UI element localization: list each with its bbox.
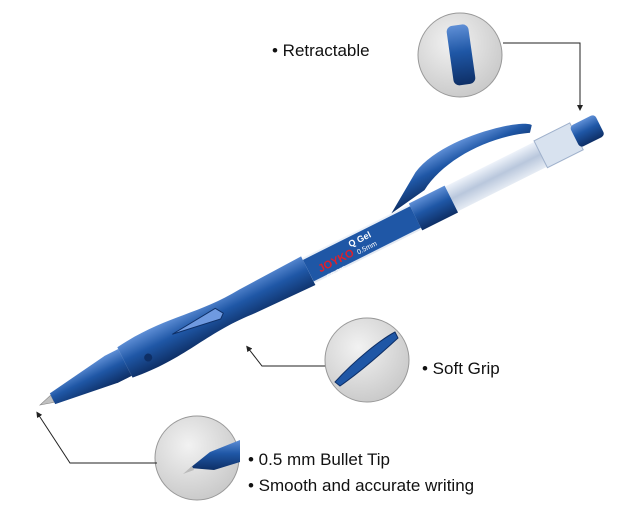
label-band — [302, 206, 421, 282]
callout-soft-grip: • Soft Grip — [422, 359, 500, 378]
soft-grip-leader-line — [246, 345, 325, 367]
tip-leader-line — [36, 411, 157, 464]
callout-retractable: • Retractable — [272, 41, 370, 60]
click-button — [570, 115, 604, 147]
pen — [39, 115, 604, 406]
tip-callout-circle — [154, 415, 240, 501]
callout-bullet-tip: • 0.5 mm Bullet Tip — [248, 450, 391, 469]
callout-smooth-writing: • Smooth and accurate writing — [248, 476, 475, 495]
soft-grip-callout-circle — [324, 317, 410, 403]
retractable-leader-line — [503, 42, 583, 111]
bullet-tip — [39, 394, 55, 406]
pen-clip — [391, 123, 532, 214]
retractable-callout-circle — [417, 12, 503, 98]
pen-cone — [49, 349, 132, 405]
